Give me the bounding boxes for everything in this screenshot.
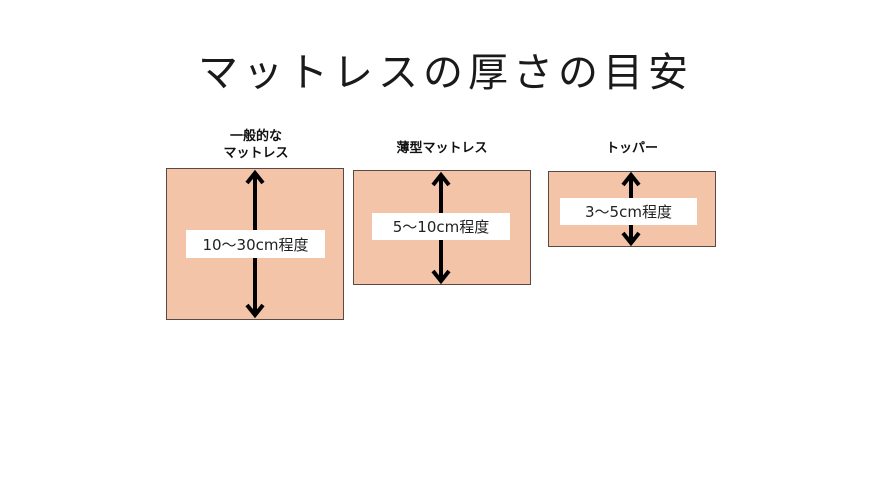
thickness-label: 10〜30cm程度 — [186, 230, 325, 258]
heading-topper: トッパー — [572, 140, 692, 157]
heading-line-2: マットレス — [223, 146, 289, 161]
heading-line-1: 一般的な — [229, 129, 282, 144]
heading-line-1: 薄型マットレス — [396, 141, 488, 156]
heading-standard-mattress: 一般的な マットレス — [196, 128, 316, 162]
heading-line-1: トッパー — [605, 141, 658, 156]
heading-thin-mattress: 薄型マットレス — [372, 140, 512, 157]
thickness-label: 3〜5cm程度 — [560, 198, 697, 225]
slide-title: マットレスの厚さの目安 — [198, 50, 693, 96]
thickness-label: 5〜10cm程度 — [372, 213, 510, 240]
